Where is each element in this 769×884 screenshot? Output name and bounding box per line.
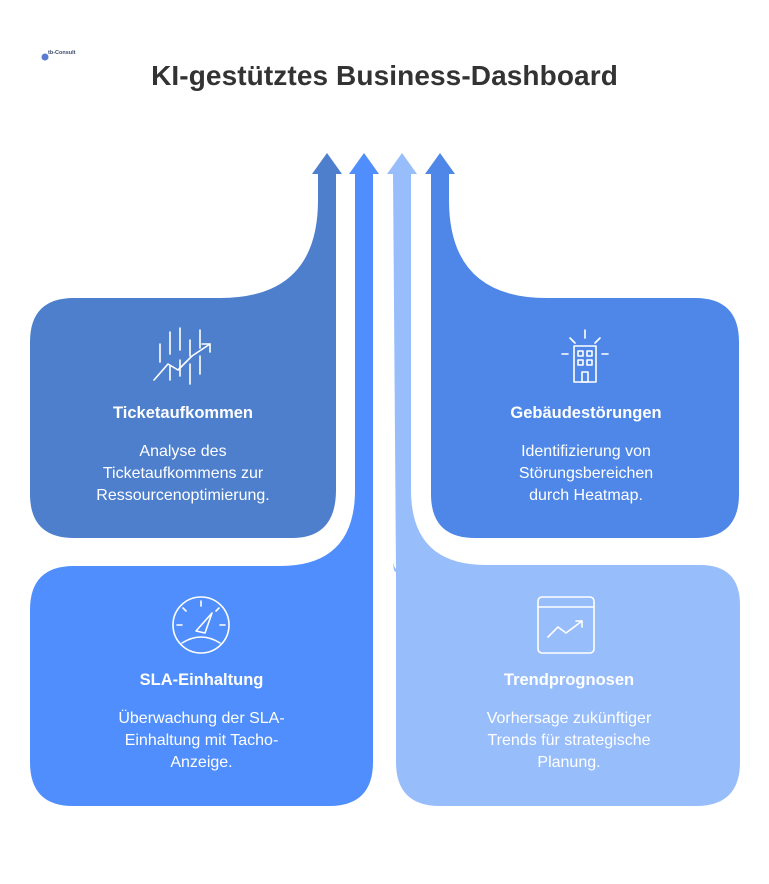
card-icon-gebaeudestoerungen (556, 328, 618, 393)
gebaeudestoerungen-panel (431, 172, 739, 538)
card-title: Ticketaufkommen (113, 404, 253, 422)
card-description: Analyse des Ticketaufkommens zur Ressour… (96, 443, 270, 504)
card-icon-ticketaufkommen (150, 326, 216, 393)
trendprognosen-arrow (387, 153, 417, 174)
ticketaufkommen-arrow (312, 153, 342, 174)
page-title: KI-gestütztes Business-Dashboard (151, 60, 618, 91)
logo-text: tb-Consult (48, 50, 76, 56)
gebaeudestoerungen-arrow (425, 153, 455, 174)
card-description: Identifizierung von Störungsbereichen du… (518, 443, 654, 504)
ticketaufkommen-panel (30, 172, 336, 538)
card-ticketaufkommen: Ticketaufkommen Analyse des Ticketaufkom… (40, 404, 326, 507)
trendprognosen-panel (393, 172, 740, 806)
card-gebaeudestoerungen: Gebäudestörungen Identifizierung von Stö… (441, 404, 731, 507)
sla-einhaltung-arrow (349, 153, 379, 174)
card-icon-sla-einhaltung (168, 595, 234, 660)
card-title: SLA-Einhaltung (139, 671, 264, 689)
card-icon-trendprognosen (534, 595, 598, 660)
company-logo: tb-Consult (40, 49, 76, 63)
card-title: Gebäudestörungen (510, 404, 662, 422)
card-description: Überwachung der SLA- Einhaltung mit Tach… (118, 710, 285, 771)
trend-chart-window-icon (537, 596, 595, 654)
card-trendprognosen: Trendprognosen Vorhersage zukünftiger Tr… (406, 671, 732, 774)
speedometer-gauge-icon (172, 596, 230, 654)
building-alert-icon (561, 329, 609, 383)
card-title: Trendprognosen (503, 671, 635, 689)
logo-mark-icon (41, 53, 49, 61)
card-sla-einhaltung: SLA-Einhaltung Überwachung der SLA- Einh… (40, 671, 363, 774)
card-description: Vorhersage zukünftiger Trends für strate… (486, 710, 652, 771)
sla-einhaltung-panel (30, 172, 373, 806)
rising-bars-chart-icon (153, 327, 211, 385)
